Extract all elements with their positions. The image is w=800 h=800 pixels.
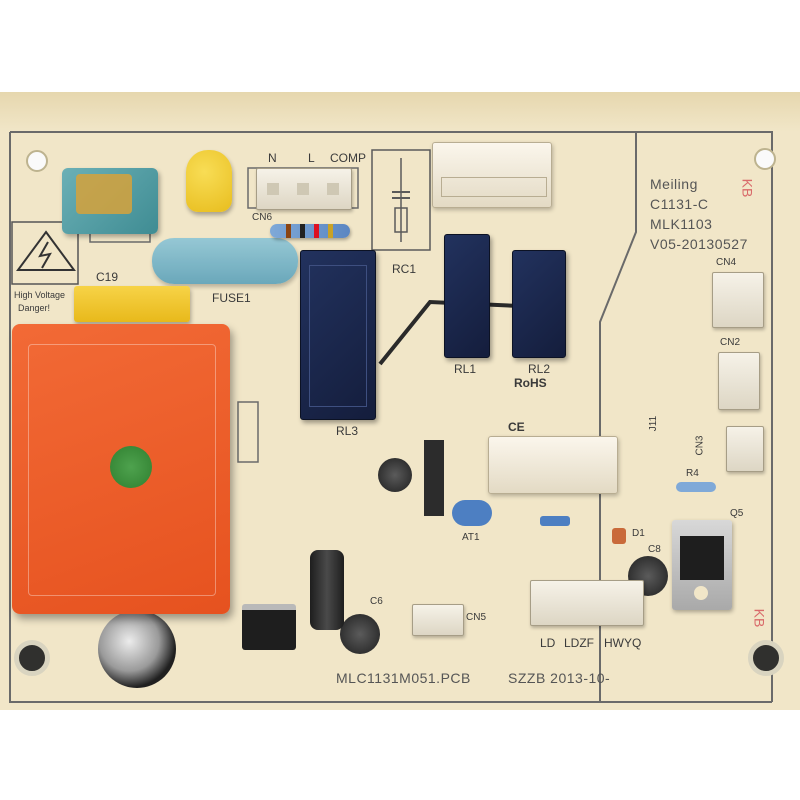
ce-mark: CE [508, 420, 525, 434]
high-voltage-icon [16, 230, 76, 271]
resistor [270, 224, 350, 238]
relay-rl2 [512, 250, 566, 358]
x2-capacitor-green [62, 168, 158, 234]
warning-text-line1: High Voltage [14, 290, 66, 300]
at1-label: AT1 [462, 532, 480, 543]
green-sticker [110, 446, 152, 488]
cn4-label: CN4 [716, 257, 737, 268]
pcb-part-number: MLC1131M051.PCB [336, 670, 471, 686]
transistor-q5 [672, 520, 732, 610]
fuse-tube [152, 238, 298, 284]
model-line-1: Meiling [650, 176, 698, 192]
j11-label: J11 [648, 415, 660, 432]
connector-cn3 [726, 426, 764, 472]
voltage-regulator [242, 604, 296, 650]
rl1-label: RL1 [454, 362, 477, 376]
r4-label: R4 [686, 468, 699, 479]
label-hwyq: HWYQ [604, 636, 642, 650]
corner-mark-top: KB [739, 178, 756, 198]
model-line-2: C1131-C [650, 196, 709, 212]
rl2-label: RL2 [528, 362, 551, 376]
c8-label: C8 [648, 544, 661, 555]
rohs-mark: RoHS [514, 376, 547, 390]
capacitor-c19 [74, 286, 190, 322]
y-capacitor-yellow [186, 150, 232, 212]
label-l: L [308, 151, 315, 165]
blue-ceramic-capacitor [452, 500, 492, 526]
label-ld: LD [540, 636, 556, 650]
connector-cn2 [718, 352, 760, 410]
model-line-3: MLK1103 [650, 216, 713, 232]
rl3-label: RL3 [336, 424, 359, 438]
electrolytic-capacitor-mid [378, 458, 412, 492]
mounting-hole-top-left [26, 150, 48, 172]
connector-cn6 [256, 168, 352, 210]
label-n: N [268, 151, 277, 165]
rc1-label: RC1 [392, 262, 417, 276]
high-voltage-warning [14, 226, 78, 286]
connector-cn5 [412, 604, 464, 636]
resistor-r4 [676, 482, 716, 492]
electrolytic-capacitor-large [98, 610, 176, 688]
connector-cn4 [712, 272, 764, 328]
relay-white-top [432, 142, 552, 208]
warning-text-line2: Danger! [18, 303, 51, 313]
cn2-label: CN2 [720, 337, 741, 348]
label-ldzf: LDZF [564, 636, 594, 650]
relay-rl1 [444, 234, 490, 358]
model-line-4: V05-20130527 [650, 236, 748, 252]
corner-mark-bottom: KB [751, 608, 768, 628]
relay-rl3 [300, 250, 376, 420]
orange-power-relay [12, 324, 230, 614]
fuse-label: FUSE1 [212, 291, 251, 305]
cn3-label: CN3 [694, 435, 706, 456]
d1-label: D1 [632, 528, 645, 539]
pin-header [424, 440, 444, 516]
mounting-hole-top-right [754, 148, 776, 170]
connector-bottom-strip [530, 580, 644, 626]
q5-label: Q5 [730, 508, 744, 519]
mounting-hole-bottom-left [14, 640, 50, 676]
c6-label: C6 [370, 596, 383, 607]
c19-label: C19 [96, 270, 119, 284]
electrolytic-capacitor-c6 [340, 614, 380, 654]
mounting-hole-bottom-right [748, 640, 784, 676]
diode-d1 [612, 528, 626, 544]
label-comp: COMP [330, 151, 366, 165]
small-diode [540, 516, 570, 526]
cn5-label: CN5 [466, 612, 487, 623]
cn6-label: CN6 [252, 212, 273, 223]
pcb-date-code: SZZB 2013-10- [508, 670, 611, 686]
electrolytic-capacitor-tall [310, 550, 344, 630]
silkscreen-outline [9, 131, 773, 703]
transformer-module [488, 436, 618, 494]
board-edge-shadow [0, 92, 800, 132]
